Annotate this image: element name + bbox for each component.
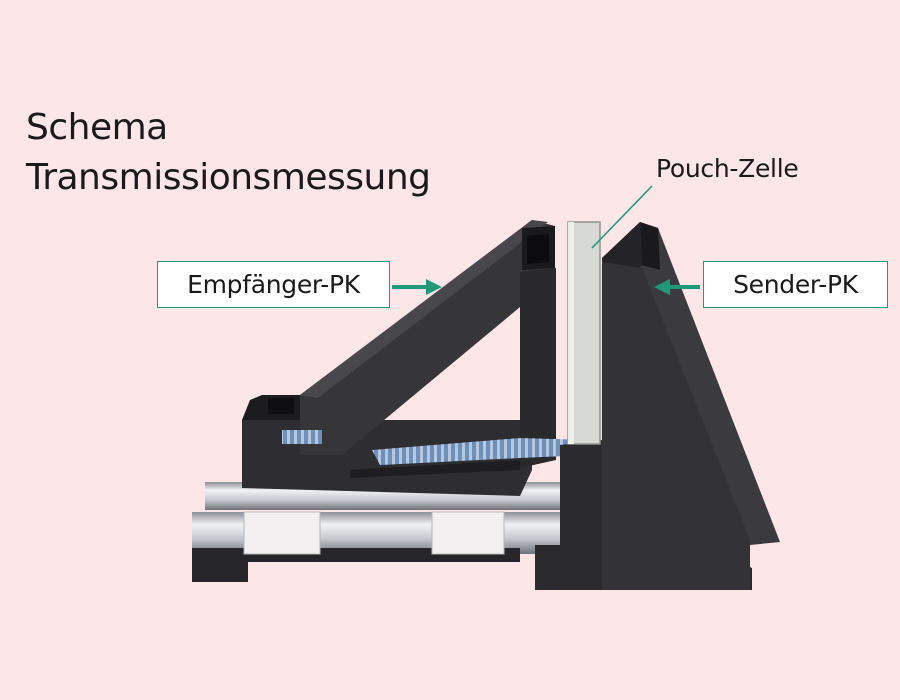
receiver-label: Empfänger-PK [157,261,390,308]
cell-leader-line [591,185,653,249]
lead-screw [372,438,590,465]
sender-label: Sender-PK [703,261,888,308]
bushing-left [243,511,321,555]
sender-holder [560,222,780,590]
lead-screw-left [282,430,322,444]
bushing-right [431,511,505,555]
cell-label: Pouch-Zelle [656,154,799,183]
receiver-base-plate [192,548,520,582]
pouch-cell [567,221,601,445]
title-line-2: Transmissionsmessung [26,157,431,198]
sender-arrow [654,279,700,295]
title-line-1: Schema [26,107,168,148]
receiver-arrow [392,279,442,295]
